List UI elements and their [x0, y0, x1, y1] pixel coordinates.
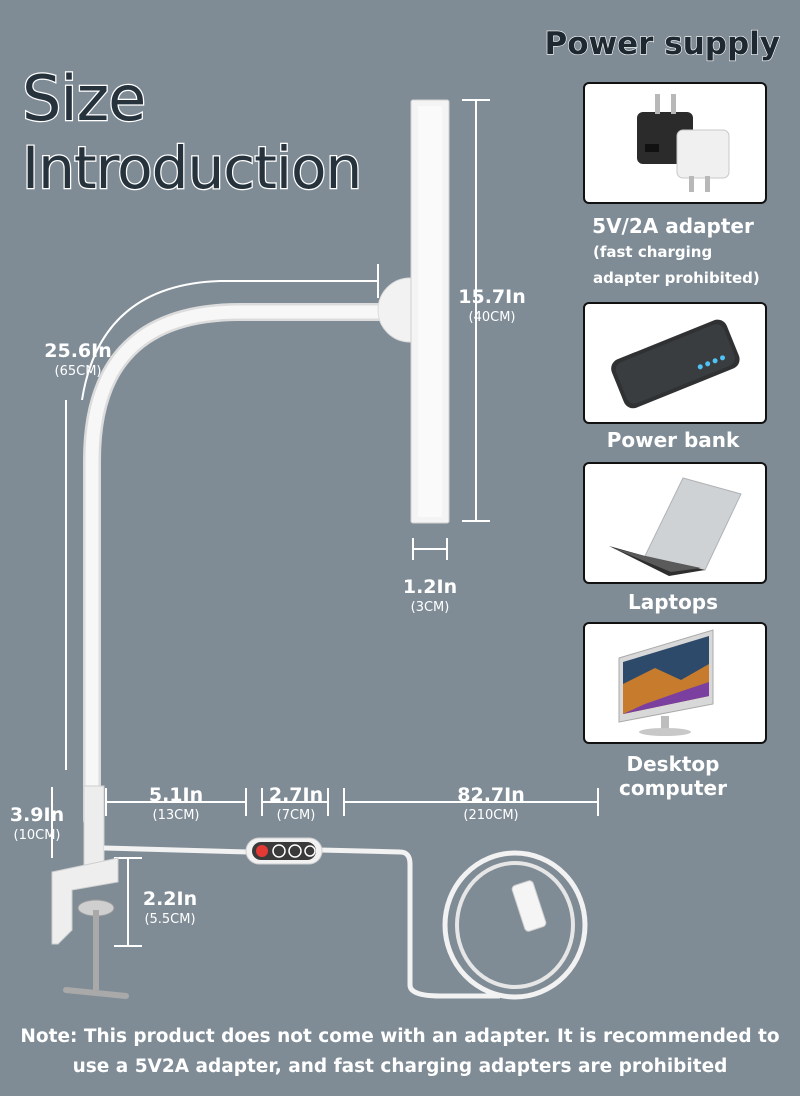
adapter-label: 5V/2A adapter	[592, 214, 754, 238]
lamp-base-post	[83, 785, 105, 867]
adapter-card	[583, 82, 767, 204]
cable-length-2-label: 82.7In (210CM)	[457, 784, 525, 823]
note-line-1: Note: This product does not come with an…	[20, 1026, 780, 1047]
adapter-note-line2: adapter prohibited)	[593, 269, 760, 287]
laptop-card	[583, 462, 767, 584]
clamp-opening-label: 2.2In (5.5CM)	[142, 888, 198, 927]
bar-length-label: 15.7In (40CM)	[458, 286, 526, 325]
note-line-2: use a 5V2A adapter, and fast charging ad…	[72, 1056, 728, 1077]
desktop-label: Desktop computer	[619, 752, 727, 800]
power-bank-icon	[611, 319, 740, 409]
adapter-note: Note: This product does not come with an…	[0, 1022, 800, 1082]
usb-adapter-icon	[637, 94, 730, 192]
bar-width-label: 1.2In (3CM)	[402, 576, 458, 615]
desktop-card	[583, 622, 767, 744]
usb-plug	[511, 880, 547, 932]
title-line-1: Size	[21, 61, 148, 137]
usb-cable	[103, 845, 500, 999]
desktop-computer-icon	[618, 629, 714, 736]
power-bank-card	[583, 302, 767, 424]
arm-length-label: 25.6In (65CM)	[44, 340, 112, 379]
desk-clamp	[51, 857, 119, 945]
base-height-label: 3.9In (10CM)	[9, 804, 65, 843]
adapter-note-line1: (fast charging	[593, 243, 713, 261]
power-supply-title: Power supply	[544, 25, 781, 62]
switch-cable-label: 2.7In (7CM)	[268, 784, 324, 823]
measurement-lines	[51, 99, 599, 947]
lamp-arm	[83, 303, 414, 829]
laptop-icon	[609, 477, 742, 576]
power-bank-label: Power bank	[606, 428, 740, 452]
cable-length-1-label: 5.1In (13CM)	[148, 784, 204, 823]
title-line-2: Introduction	[21, 133, 364, 204]
laptop-label: Laptops	[627, 590, 719, 614]
